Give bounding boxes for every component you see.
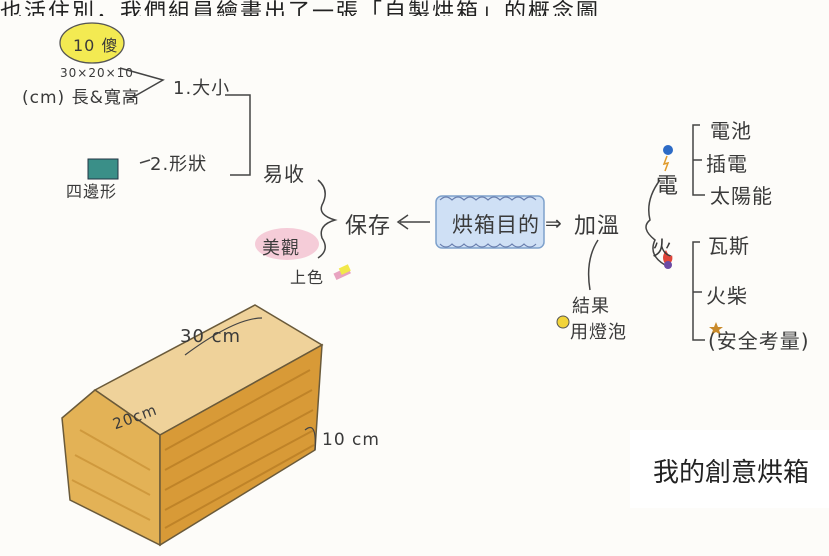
fire-item: (安全考量) xyxy=(708,325,810,354)
fire-item: 瓦斯 xyxy=(708,230,750,259)
fire-label: 火 xyxy=(652,232,673,261)
result-label: 結果 xyxy=(572,292,610,318)
center-node: 烘箱目的 xyxy=(452,209,540,239)
electric-item: 太陽能 xyxy=(710,180,773,209)
size-badge: 10 傻 xyxy=(73,32,118,56)
preserve-label: 保存 xyxy=(345,208,391,240)
size-dims: 30×20×10 xyxy=(60,66,134,80)
electric-item: 插電 xyxy=(706,148,748,177)
image-caption: 我的創意烘箱 xyxy=(653,452,809,489)
color-note: 上色 xyxy=(290,264,324,288)
arrow-right-icon: ⇒ xyxy=(545,211,563,235)
electric-label: 電 xyxy=(656,168,679,200)
heating-label: 加溫 xyxy=(574,208,620,240)
beauty-label: 美觀 xyxy=(262,234,300,260)
result-value: 用燈泡 xyxy=(570,318,627,344)
shape-label: 2.形狀 xyxy=(150,150,207,176)
shape-name: 四邊形 xyxy=(66,178,117,202)
box-height: 10 cm xyxy=(322,430,380,450)
size-label: 1.大小 xyxy=(173,74,230,100)
size-unit-note: (cm) 長&寬高 xyxy=(22,83,140,108)
easy-store-label: 易收 xyxy=(263,158,305,187)
fire-item: 火柴 xyxy=(706,280,748,309)
box-length: 30 cm xyxy=(180,326,241,347)
electric-item: 電池 xyxy=(710,115,752,144)
